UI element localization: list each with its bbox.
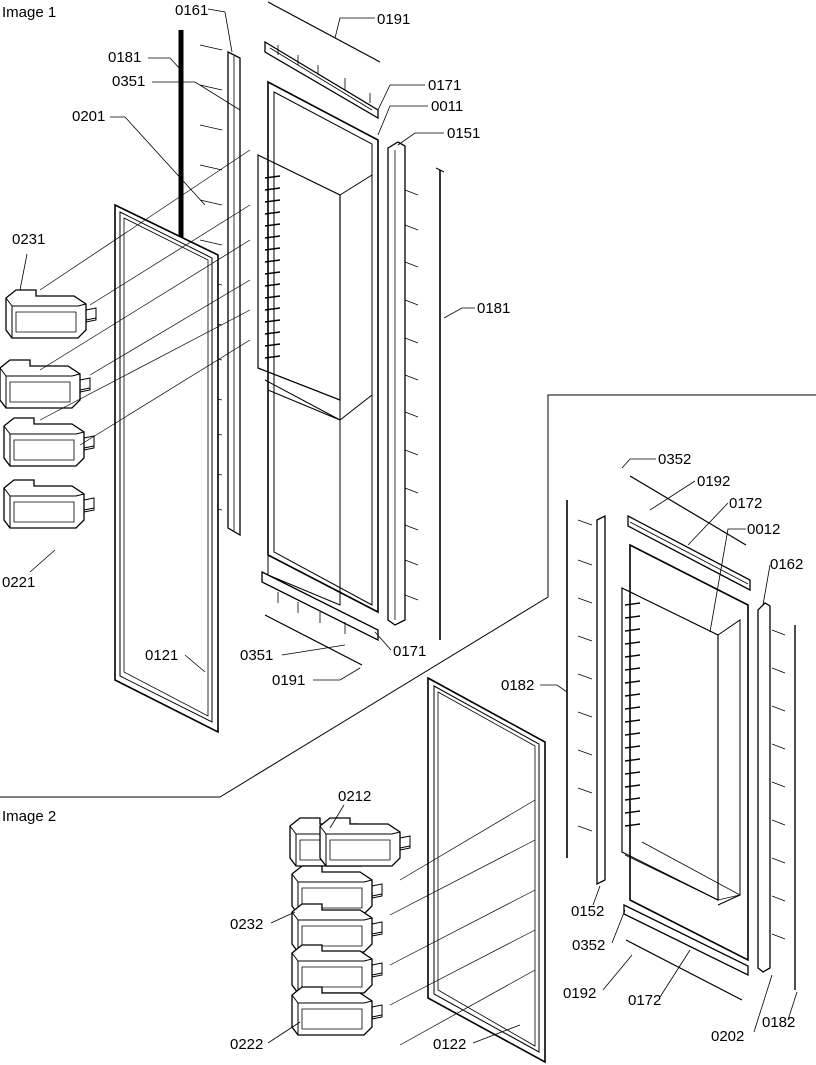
callout-0161: 0161 bbox=[175, 2, 208, 19]
callout-0122: 0122 bbox=[433, 1036, 466, 1053]
callout-0212: 0212 bbox=[338, 788, 371, 805]
section-divider bbox=[0, 394, 816, 798]
callout-0201: 0201 bbox=[72, 108, 105, 125]
callout-0221: 0221 bbox=[2, 574, 35, 591]
callout-0171-top: 0171 bbox=[428, 77, 461, 94]
callout-0162: 0162 bbox=[770, 556, 803, 573]
callout-0182-right: 0182 bbox=[762, 1014, 795, 1031]
callout-0231: 0231 bbox=[12, 231, 45, 248]
callout-0191-top: 0191 bbox=[377, 11, 410, 28]
callout-0352-bottom: 0352 bbox=[572, 937, 605, 954]
leader-lines bbox=[19, 8, 798, 1044]
callout-0182-left: 0182 bbox=[501, 677, 534, 694]
callout-0232: 0232 bbox=[230, 916, 263, 933]
callout-0351-bottom: 0351 bbox=[240, 647, 273, 664]
callout-0202: 0202 bbox=[711, 1028, 744, 1045]
callout-0012: 0012 bbox=[747, 521, 780, 538]
callout-0011: 0011 bbox=[431, 98, 463, 115]
callout-0351-top: 0351 bbox=[112, 73, 145, 90]
callout-0191-bottom: 0191 bbox=[272, 672, 305, 689]
callout-0151: 0151 bbox=[447, 125, 480, 142]
callout-0121: 0121 bbox=[145, 647, 178, 664]
image1-assembly bbox=[0, 1, 445, 734]
callout-0222: 0222 bbox=[230, 1036, 263, 1053]
callout-0192-bottom: 0192 bbox=[563, 985, 596, 1002]
image2-assembly bbox=[289, 475, 796, 1064]
callout-0172-bottom: 0172 bbox=[628, 992, 661, 1009]
callout-0172-top: 0172 bbox=[729, 495, 762, 512]
image2-caption: Image 2 bbox=[2, 808, 56, 825]
callout-0181-left: 0181 bbox=[108, 49, 141, 66]
callout-0192-top: 0192 bbox=[697, 473, 730, 490]
image1-caption: Image 1 bbox=[2, 4, 56, 21]
callout-0181-right: 0181 bbox=[477, 300, 510, 317]
callout-0352-top: 0352 bbox=[658, 451, 691, 468]
callout-0171-bottom: 0171 bbox=[393, 643, 426, 660]
callout-0152: 0152 bbox=[571, 903, 604, 920]
